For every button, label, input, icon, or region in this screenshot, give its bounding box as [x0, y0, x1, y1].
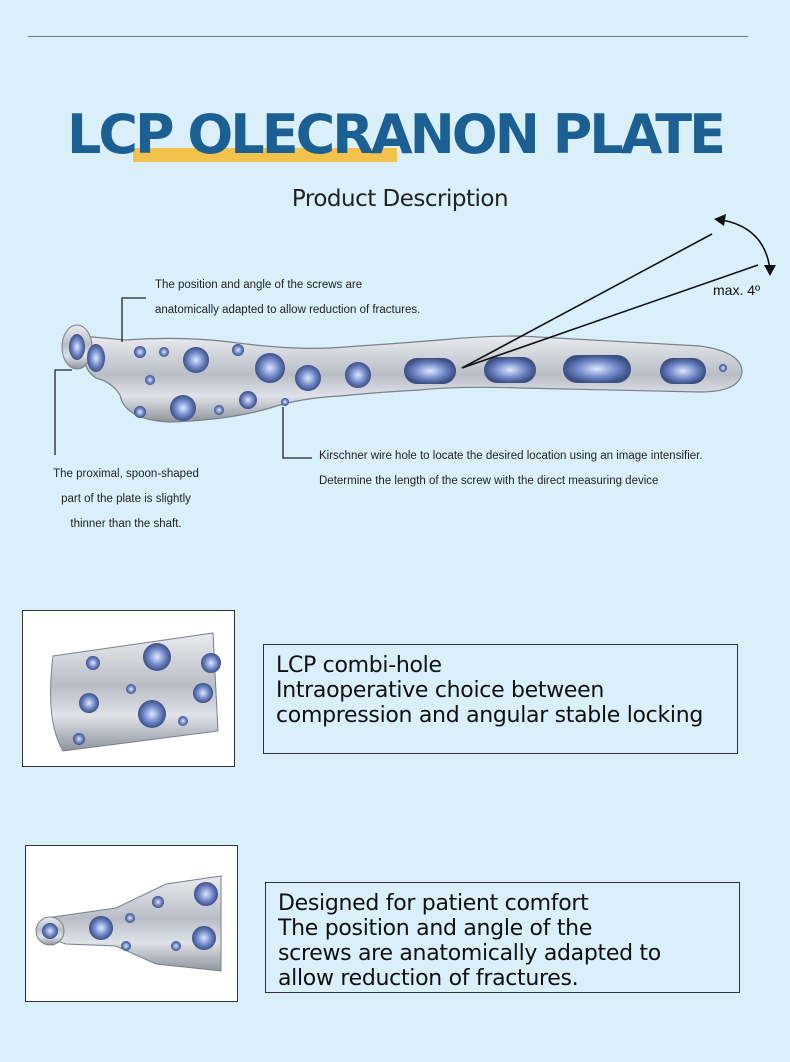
- feature2-line3: screws are anatomically adapted to: [278, 941, 661, 966]
- feature-text-patient-comfort: Designed for patient comfort The positio…: [278, 891, 661, 991]
- feature1-line3: compression and angular stable locking: [276, 703, 704, 728]
- feature-image-patient-comfort: [25, 845, 238, 1002]
- plate-holes: [87, 344, 727, 421]
- angle-indicator: [461, 214, 776, 369]
- feature2-line1: Designed for patient comfort: [278, 891, 589, 916]
- patient-comfort-photo: [26, 846, 237, 1001]
- feature-text-combi-hole: LCP combi-hole Intraoperative choice bet…: [276, 653, 703, 728]
- callout-kwire-line: [282, 407, 312, 459]
- angle-line-upper: [461, 233, 713, 369]
- feature1-line2: Intraoperative choice between: [276, 678, 605, 703]
- feature-image-combi-hole: [22, 610, 235, 767]
- callout-screws-line: [121, 297, 146, 342]
- feature1-line1: LCP combi-hole: [276, 653, 442, 678]
- top-divider: [28, 36, 748, 37]
- combi-hole-photo: [23, 611, 234, 766]
- title-highlight-bar: [133, 148, 397, 162]
- note-screws-line2: anatomically adapted to allow reduction …: [155, 304, 421, 316]
- note-kwire-line2: Determine the length of the screw with t…: [319, 475, 659, 487]
- page-subtitle: Product Description: [291, 186, 509, 212]
- note-kwire-line1: Kirschner wire hole to locate the desire…: [319, 450, 703, 462]
- title-block: LCP OLECRANON PLATE: [0, 100, 790, 170]
- feature-box-patient-comfort: Designed for patient comfort The positio…: [265, 882, 740, 993]
- note-proximal: The proximal, spoon-shaped part of the p…: [46, 462, 206, 537]
- feature2-line2: The position and angle of the: [278, 916, 593, 941]
- page-title: LCP OLECRANON PLATE: [66, 103, 726, 166]
- angle-line-lower: [461, 264, 759, 369]
- callout-proximal-line: [54, 369, 72, 455]
- plate-illustration: [61, 324, 743, 423]
- angle-arc: [721, 219, 771, 271]
- note-proximal-line1: The proximal, spoon-shaped: [53, 468, 199, 480]
- callout-lines: [54, 297, 312, 459]
- note-screws-line1: The position and angle of the screws are: [155, 279, 363, 291]
- note-proximal-line2: part of the plate is slightly: [61, 493, 191, 505]
- note-proximal-line3: thinner than the shaft.: [70, 518, 182, 530]
- proximal-ring-hole: [69, 334, 85, 360]
- angle-arrow-down-icon: [764, 265, 776, 276]
- note-kwire: Kirschner wire hole to locate the desire…: [319, 444, 703, 494]
- feature-box-combi-hole: LCP combi-hole Intraoperative choice bet…: [263, 644, 738, 754]
- feature2-line4: allow reduction of fractures.: [278, 966, 579, 991]
- angle-label: max. 4º: [713, 282, 761, 298]
- note-screws: The position and angle of the screws are…: [155, 273, 420, 323]
- angle-arrow-up-icon: [714, 214, 726, 226]
